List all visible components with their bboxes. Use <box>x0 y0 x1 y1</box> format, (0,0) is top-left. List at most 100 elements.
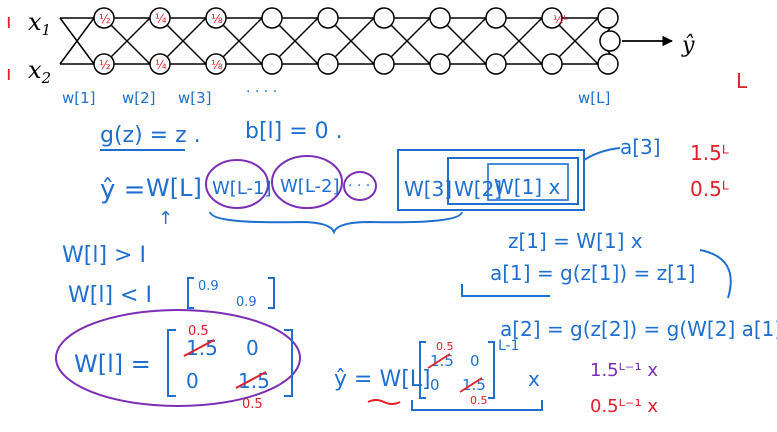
network-nodes <box>93 7 621 75</box>
small-matrix-bottom: 0.9 <box>236 295 257 310</box>
network-edges <box>59 17 619 65</box>
wl-matrix-lhs: W[l] = <box>74 350 151 378</box>
edge <box>439 17 487 65</box>
product-wL2: W[L-2] <box>280 176 340 197</box>
edge <box>159 17 207 65</box>
a2-equation: a[2] = g(z[2]) = g(W[2] a[1]) <box>500 317 777 341</box>
input-mark-1: ı <box>6 9 12 33</box>
hidden-node <box>93 7 115 29</box>
hidden-node <box>485 7 507 29</box>
wl-matrix-b: 0 <box>246 336 259 360</box>
hidden-node <box>93 53 115 75</box>
hidden-node <box>149 53 171 75</box>
growth-label-1: 1.5ᴸ <box>690 141 729 165</box>
node-annotation-2: ½ <box>99 58 111 72</box>
hidden-node <box>429 7 451 29</box>
product-w2: W[2] <box>454 177 502 201</box>
yhat2-correction-a: 0.5 <box>436 340 454 353</box>
product-brace <box>209 211 463 235</box>
hidden-node <box>429 53 451 75</box>
product-w3: W[3] <box>404 177 452 201</box>
product-dots: · · · <box>348 178 370 194</box>
edge <box>103 17 151 65</box>
box-a3 <box>397 149 585 211</box>
node-annotation-4: ¼ <box>155 58 167 72</box>
circle-wL2 <box>271 155 343 209</box>
wl-matrix-right <box>284 329 293 397</box>
product-w1x: W[1] x <box>494 175 560 199</box>
hidden-node <box>541 53 563 75</box>
a1-equation: a[1] = g(z[1]) = z[1] <box>490 261 696 285</box>
hidden-node <box>205 53 227 75</box>
weight-label-2: w[2] <box>122 89 156 107</box>
yhat2-strike-a <box>427 353 451 369</box>
edge <box>551 17 599 65</box>
box-a2 <box>447 157 579 205</box>
edge <box>383 17 431 65</box>
product-wL: W[L] <box>146 174 202 202</box>
yhat2-matrix-d: 1.5 <box>462 376 486 394</box>
wl-strike-d <box>235 371 267 389</box>
edge <box>495 17 543 65</box>
yhat2-matrix-c: 0 <box>430 376 440 394</box>
wl-less-identity: W[l] < I <box>68 283 152 308</box>
node-annotation-6: ⅛ <box>211 58 223 72</box>
yhat2-matrix-left <box>419 341 426 399</box>
input-mark-2: ı <box>6 61 12 85</box>
a2-arrow-curve <box>699 249 732 299</box>
wl-matrix-circle <box>55 309 301 407</box>
weight-label-L: w[L] <box>578 89 610 107</box>
a1-bracket <box>461 284 550 297</box>
yhat2-matrix-b: 0 <box>470 352 480 370</box>
input-label-x1: x1 <box>28 8 51 39</box>
yhat2-lhs: ŷ = W[L] <box>334 367 431 392</box>
yhat-lhs: ŷ = <box>100 175 145 205</box>
circle-dots <box>343 171 377 201</box>
input-label-x2: x2 <box>28 56 51 87</box>
hidden-node <box>317 53 339 75</box>
b-definition: b[l] = 0 . <box>245 119 343 144</box>
z1-equation: z[1] = W[1] x <box>508 229 643 253</box>
yhat2-bracket <box>411 400 543 411</box>
yhat2-correction-d: 0.5 <box>470 394 488 407</box>
small-matrix-right <box>268 277 275 309</box>
node-annotation-1: ½ <box>99 12 111 26</box>
wl-greater-identity: W[l] > I <box>62 243 146 268</box>
small-matrix-top: 0.9 <box>198 279 219 294</box>
product-wL1: W[L-1] <box>212 178 272 199</box>
right-mark-L: L <box>736 69 748 93</box>
edge <box>271 17 319 65</box>
yhat2-exponent: L-1 <box>498 338 520 354</box>
edge <box>215 17 263 65</box>
g-definition: g(z) = z . <box>100 123 201 148</box>
hidden-node <box>149 7 171 29</box>
hidden-node <box>205 7 227 29</box>
box-a1 <box>487 163 569 201</box>
yhat2-x: x <box>528 367 540 391</box>
edge <box>327 17 375 65</box>
hidden-node <box>317 7 339 29</box>
small-matrix-left <box>187 277 194 309</box>
hidden-node <box>373 7 395 29</box>
growth-label-2: 0.5ᴸ <box>690 177 729 201</box>
edge <box>59 17 95 65</box>
yhat2-matrix-right <box>488 341 495 399</box>
yhat2-squiggle <box>367 399 401 405</box>
node-annotation-3: ¼ <box>155 12 167 26</box>
weight-label-1: w[1] <box>62 89 96 107</box>
output-node <box>599 30 621 52</box>
node-annotation-5: ⅛ <box>211 12 223 26</box>
result-1: 1.5ᴸ⁻¹ x <box>590 360 658 381</box>
hidden-node <box>597 53 619 75</box>
a3-label: a[3] <box>620 135 661 159</box>
wl-strike-a <box>183 339 215 357</box>
hidden-node <box>541 7 563 29</box>
weight-label-dots: · · · · <box>246 84 277 100</box>
yhat2-matrix-a: 1.5 <box>430 352 454 370</box>
wl-correction-a: 0.5 <box>188 324 209 339</box>
hidden-node <box>373 53 395 75</box>
hidden-node <box>485 53 507 75</box>
wl-matrix-c: 0 <box>186 369 199 393</box>
result-2: 0.5ᴸ⁻¹ x <box>590 396 658 417</box>
